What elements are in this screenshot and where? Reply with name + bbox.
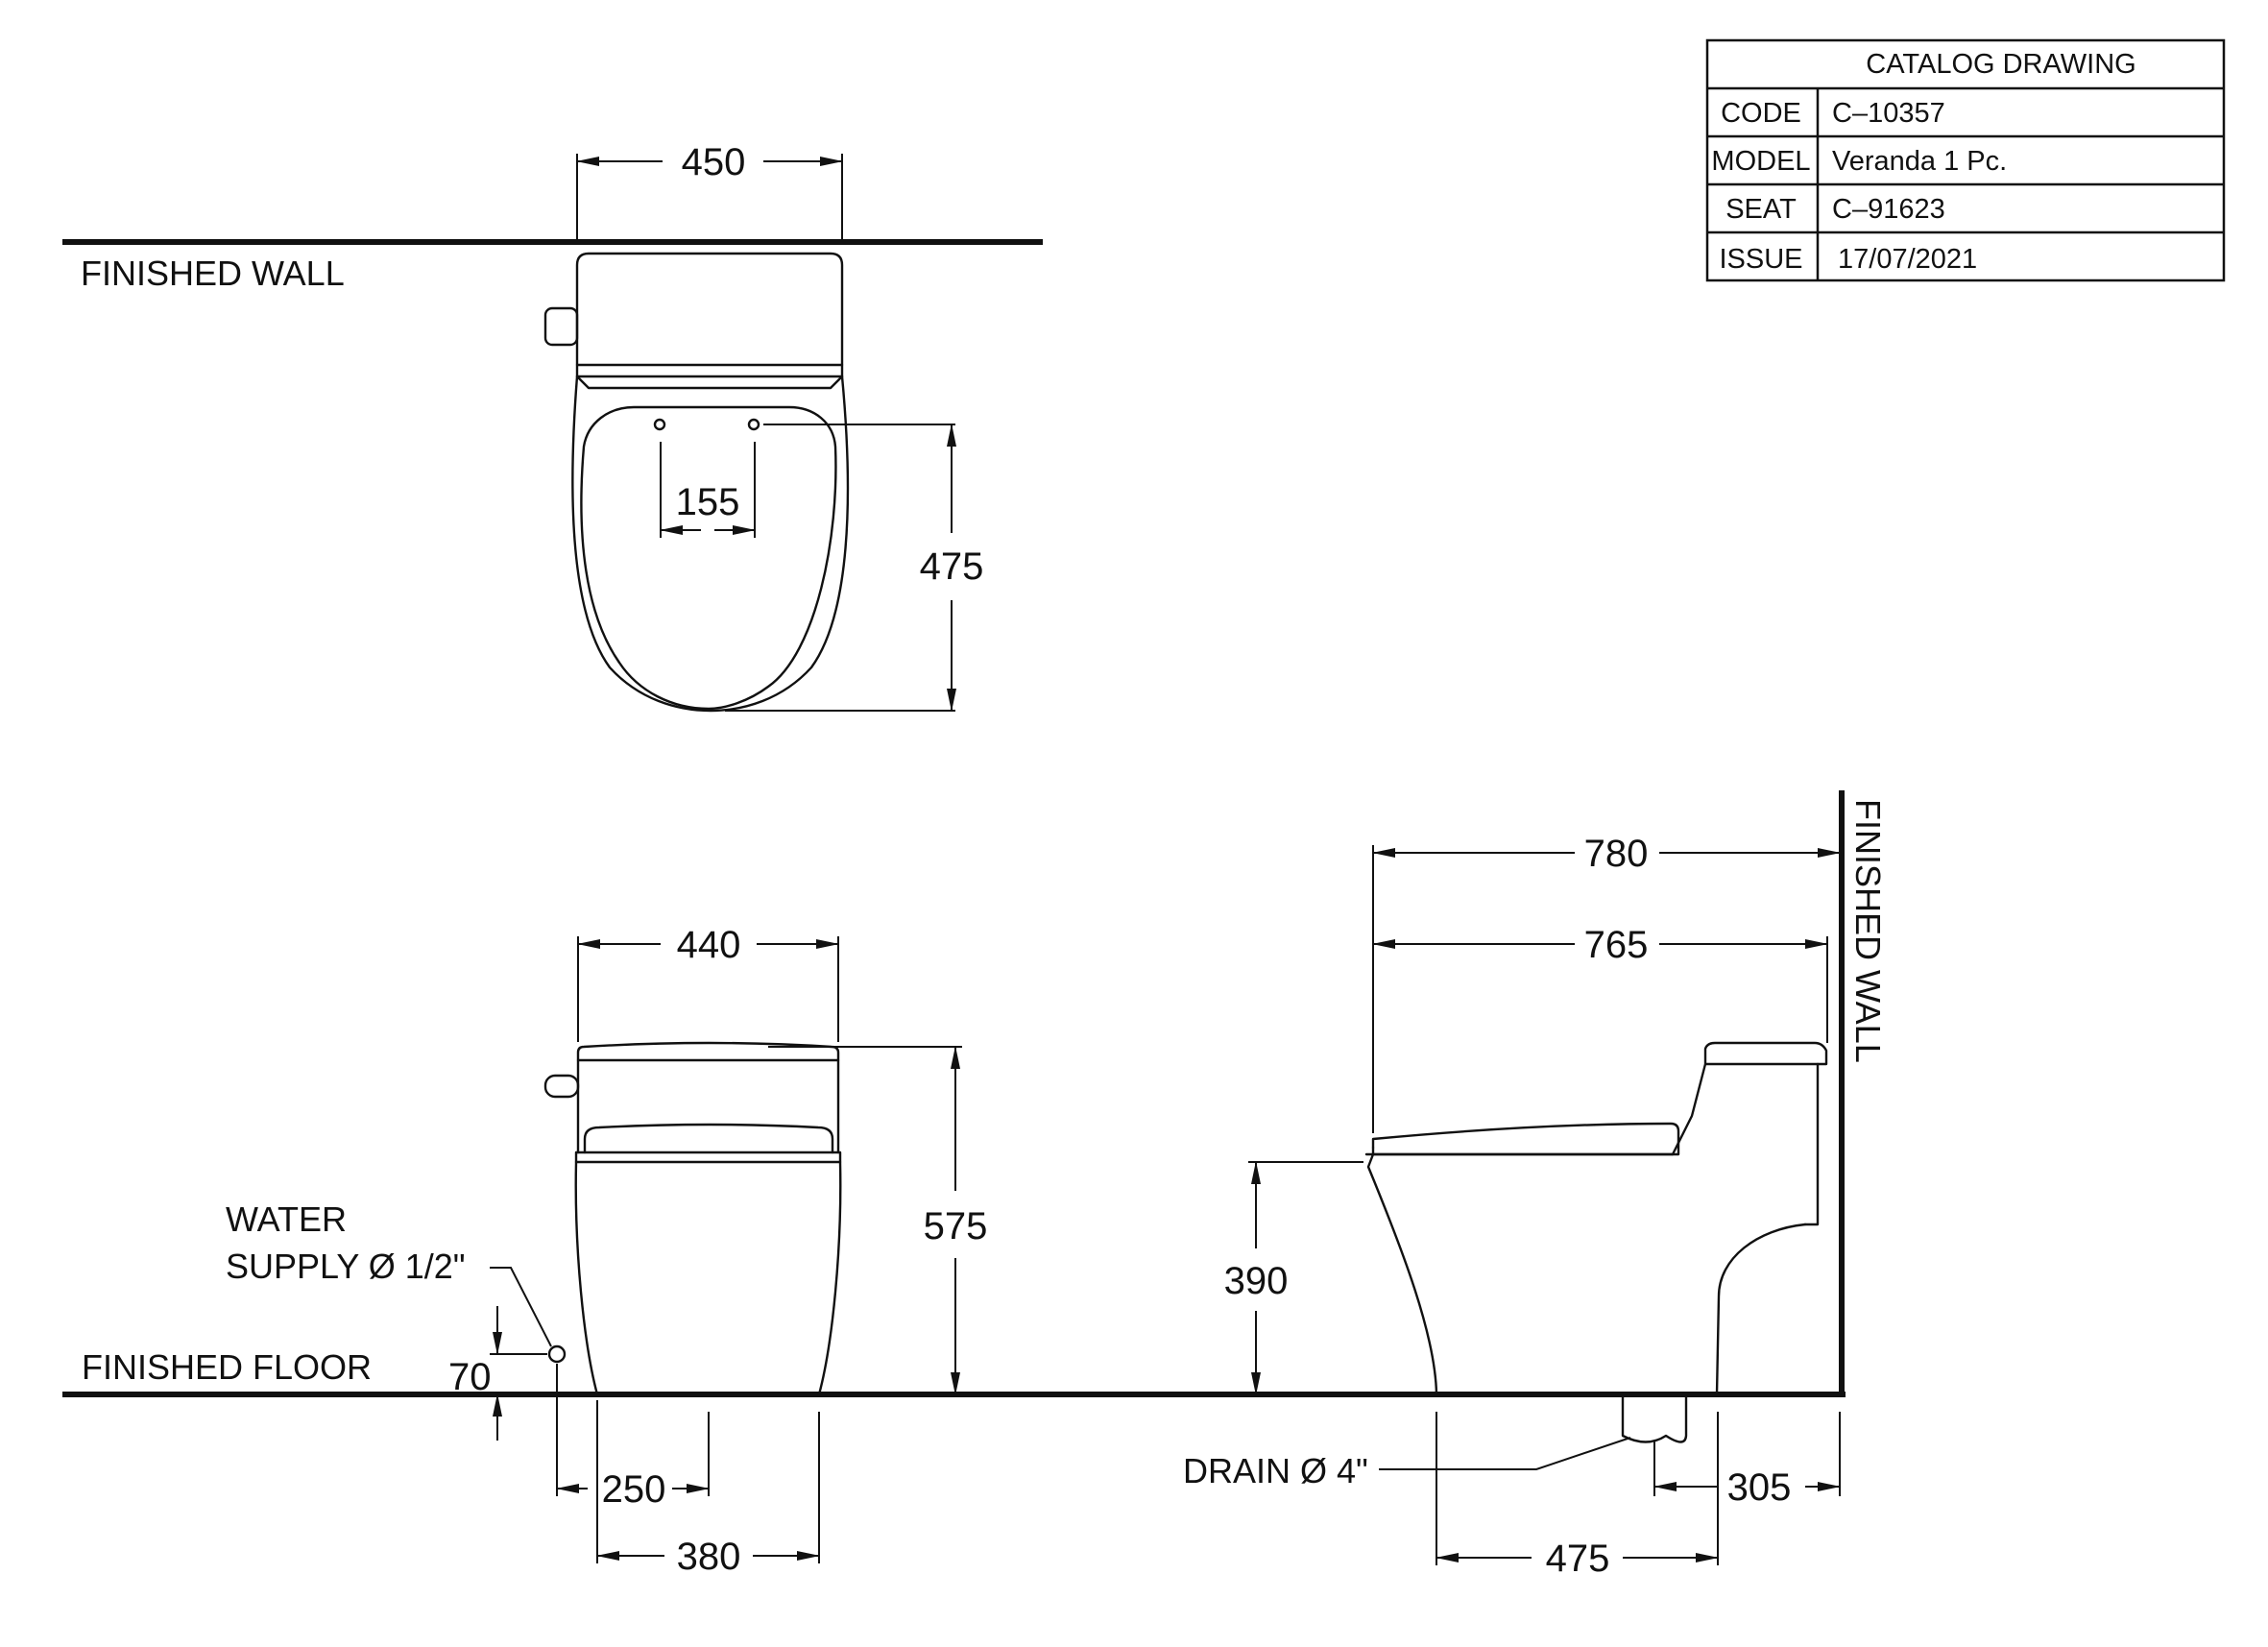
front-view: FINISHED FLOOR 440 575 WATER SUPPLY Ø 1/… <box>62 924 1846 1578</box>
water-supply-inlet <box>547 1344 567 1364</box>
dim-overall-length: 780 <box>1584 833 1649 875</box>
seat-front <box>583 1123 834 1154</box>
tank-side <box>1671 1041 1828 1156</box>
code-value: C–10357 <box>1832 98 1945 129</box>
title-block: CATALOG DRAWING CODE C–10357 MODEL Veran… <box>1705 38 2226 282</box>
dim-hinge-spacing: 155 <box>676 481 740 523</box>
issue-value: 17/07/2021 <box>1838 244 1977 275</box>
seat-lid-top <box>580 405 837 711</box>
dim-supply-offset: 250 <box>602 1468 666 1511</box>
bowl-front-side <box>1366 1152 1438 1396</box>
water-supply-label-line1: WATER <box>226 1199 347 1239</box>
dim-base-width: 380 <box>677 1536 741 1578</box>
drain-label: DRAIN Ø 4" <box>1183 1451 1368 1490</box>
finished-floor-label: FINISHED FLOOR <box>82 1347 372 1387</box>
model-value: Veranda 1 Pc. <box>1832 146 2007 177</box>
issue-label: ISSUE <box>1719 244 1802 275</box>
dim-supply-height: 70 <box>448 1356 492 1398</box>
flush-lever-top <box>543 306 579 347</box>
bowl-outline-top <box>571 375 850 713</box>
model-label: MODEL <box>1711 146 1810 177</box>
seat-lid-side <box>1371 1122 1680 1150</box>
dim-seat-height: 390 <box>1224 1260 1289 1302</box>
title-block-header: CATALOG DRAWING <box>1866 49 2135 80</box>
code-label: CODE <box>1721 98 1801 129</box>
dim-front-width: 440 <box>677 924 741 966</box>
tank-top <box>575 252 844 378</box>
dim-total-height: 575 <box>924 1205 988 1247</box>
hinge-hole-left <box>653 418 666 431</box>
dim-rough-in: 305 <box>1727 1466 1792 1509</box>
finished-wall-label-right: FINISHED WALL <box>1848 799 1888 1063</box>
flush-lever-front <box>543 1074 580 1099</box>
tank-lid-front <box>576 1041 840 1062</box>
body-front <box>574 1160 842 1396</box>
dim-base-length: 475 <box>1546 1538 1610 1580</box>
seat-value: C–91623 <box>1832 194 1945 225</box>
dim-bowl-depth: 475 <box>920 545 984 588</box>
dim-body-length: 765 <box>1584 924 1649 966</box>
rear-base-side <box>1715 1223 1807 1396</box>
finished-wall-label-top: FINISHED WALL <box>81 254 345 293</box>
side-view: FINISHED WALL 780 765 390 DRAIN Ø 4" <box>1183 790 1888 1580</box>
water-supply-label-line2: SUPPLY Ø 1/2" <box>226 1247 466 1286</box>
drain-pipe <box>1621 1395 1688 1443</box>
seat-label: SEAT <box>1725 194 1797 225</box>
hinge-hole-right <box>747 418 760 431</box>
dim-top-width: 450 <box>682 141 746 183</box>
top-view: FINISHED WALL 450 155 475 <box>62 141 1043 713</box>
